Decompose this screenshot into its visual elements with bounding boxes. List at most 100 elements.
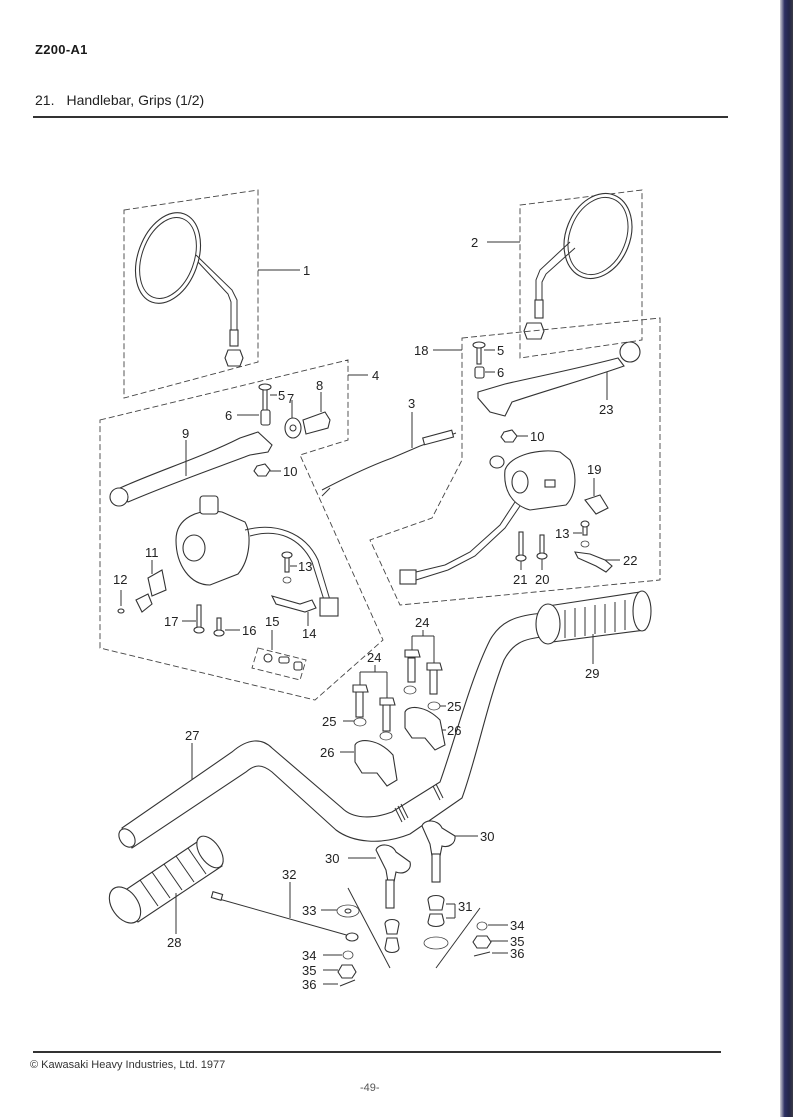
holder-a-head xyxy=(375,844,411,883)
callout-8: 8 xyxy=(316,378,323,393)
callout-13a: 13 xyxy=(298,559,312,574)
right-housing-bore xyxy=(511,470,529,494)
callout-35a: 35 xyxy=(302,963,316,978)
callout-6b: 6 xyxy=(497,365,504,380)
brake-lever-ball xyxy=(619,341,641,363)
clutch-lever[interactable] xyxy=(119,431,273,503)
switch-bracket xyxy=(147,569,167,597)
callout-30b: 30 xyxy=(480,829,494,844)
holder-a-rubber-upper xyxy=(384,918,400,935)
callout-34b: 34 xyxy=(510,918,524,933)
knob-c xyxy=(293,661,303,671)
left-mirror-glass[interactable] xyxy=(124,204,213,313)
callout-15: 15 xyxy=(265,614,279,629)
cable-adjuster xyxy=(302,411,331,435)
right-switch-screw-head xyxy=(580,520,590,528)
page-number: -49- xyxy=(360,1082,380,1094)
cotter-pin-b xyxy=(473,951,491,957)
brake-switch-wire xyxy=(321,432,457,491)
bracket-clip xyxy=(135,593,153,613)
callout-6a: 6 xyxy=(225,408,232,423)
left-grip-flange xyxy=(196,835,224,869)
left-housing-boss xyxy=(199,495,219,515)
right-lever-nut xyxy=(500,429,518,443)
callout-1: 1 xyxy=(303,263,310,278)
footer-divider xyxy=(33,1051,721,1053)
callout-13b: 13 xyxy=(555,526,569,541)
callout-12: 12 xyxy=(113,572,127,587)
callout-28: 28 xyxy=(167,935,181,950)
brake-lever[interactable] xyxy=(477,357,625,417)
switch-plate xyxy=(584,494,609,515)
ground-lead-group: 32 33 34 35 36 34 35 36 xyxy=(210,867,524,992)
left-lever-assembly-group: 4 5 6 7 8 9 10 1 xyxy=(99,359,384,701)
callout-27: 27 xyxy=(185,728,199,743)
right-connector-wires xyxy=(415,564,449,581)
callout-33: 33 xyxy=(302,903,316,918)
holder-b-rubber-upper xyxy=(427,894,445,911)
throttle-grip-body[interactable] xyxy=(547,591,646,643)
adjuster-locknut xyxy=(284,417,302,439)
clamp-bolt-b1-head xyxy=(404,649,421,658)
right-switch-wire xyxy=(444,501,521,571)
copyright-notice: © Kawasaki Heavy Industries, Ltd. 1977 xyxy=(30,1059,226,1071)
washer-a2 xyxy=(379,731,393,741)
left-grip-ribs xyxy=(139,847,207,907)
handlebar-group: 27 xyxy=(118,612,546,849)
throttle-grip-ribs xyxy=(564,600,626,638)
throttle-grip-flange xyxy=(535,603,561,645)
clamp-bolt-a2-head xyxy=(379,697,396,706)
left-mirror-group: 1 xyxy=(123,189,310,399)
right-assembly-frame xyxy=(369,317,661,606)
assembly-guide-lines xyxy=(347,887,481,969)
cotter-pin-a xyxy=(339,979,356,987)
callout-10a: 10 xyxy=(283,464,297,479)
clamp-bolt-a2 xyxy=(382,704,391,732)
section-title: 21.Handlebar, Grips (1/2) xyxy=(35,92,204,108)
brake-light-switch-group: 3 xyxy=(321,396,457,497)
small-washer-b xyxy=(476,921,488,931)
switch-lever xyxy=(270,595,317,613)
washer-a1 xyxy=(353,717,367,727)
callout-3: 3 xyxy=(408,396,415,411)
callout-25b: 25 xyxy=(447,699,461,714)
left-switch-housing[interactable] xyxy=(175,510,250,586)
callout-32: 32 xyxy=(282,867,296,882)
book-binding-edge xyxy=(780,0,793,1117)
holder-b-head xyxy=(421,820,456,857)
right-switch-washer xyxy=(580,540,590,548)
holder-a-stem xyxy=(385,879,395,909)
left-mirror-frame xyxy=(123,189,259,399)
callout-26a: 26 xyxy=(320,745,334,760)
section-title-text: Handlebar, Grips (1/2) xyxy=(66,92,205,108)
left-switch-wire xyxy=(244,526,331,601)
holder-b-washer xyxy=(423,936,449,950)
callout-24a: 24 xyxy=(367,650,381,665)
callout-9: 9 xyxy=(182,426,189,441)
right-switch-housing[interactable] xyxy=(504,450,576,511)
callout-10b: 10 xyxy=(530,429,544,444)
clamp-b xyxy=(404,706,446,751)
washer-b1 xyxy=(403,685,417,695)
callout-36a: 36 xyxy=(302,977,316,992)
left-switch-washer xyxy=(282,576,292,584)
left-lever-nut xyxy=(253,463,271,477)
callout-22: 22 xyxy=(623,553,637,568)
callout-14: 14 xyxy=(302,626,316,641)
right-mirror-glass[interactable] xyxy=(552,183,644,289)
left-switch-connector xyxy=(319,597,339,617)
throttle-grip-end xyxy=(632,590,652,632)
housing-bolt-head xyxy=(193,626,205,634)
ground-lead-wire[interactable] xyxy=(211,896,351,937)
callout-7: 7 xyxy=(287,391,294,406)
callout-5b: 5 xyxy=(497,343,504,358)
throttle-grip-group: 29 xyxy=(535,590,652,681)
callout-23: 23 xyxy=(599,402,613,417)
callout-34a: 34 xyxy=(302,948,316,963)
model-code: Z200-A1 xyxy=(35,42,88,57)
right-switch-connector xyxy=(399,569,417,585)
castle-nut-b xyxy=(472,935,492,949)
left-mirror-nut xyxy=(224,349,244,367)
callout-16: 16 xyxy=(242,623,256,638)
callout-5a: 5 xyxy=(278,388,285,403)
